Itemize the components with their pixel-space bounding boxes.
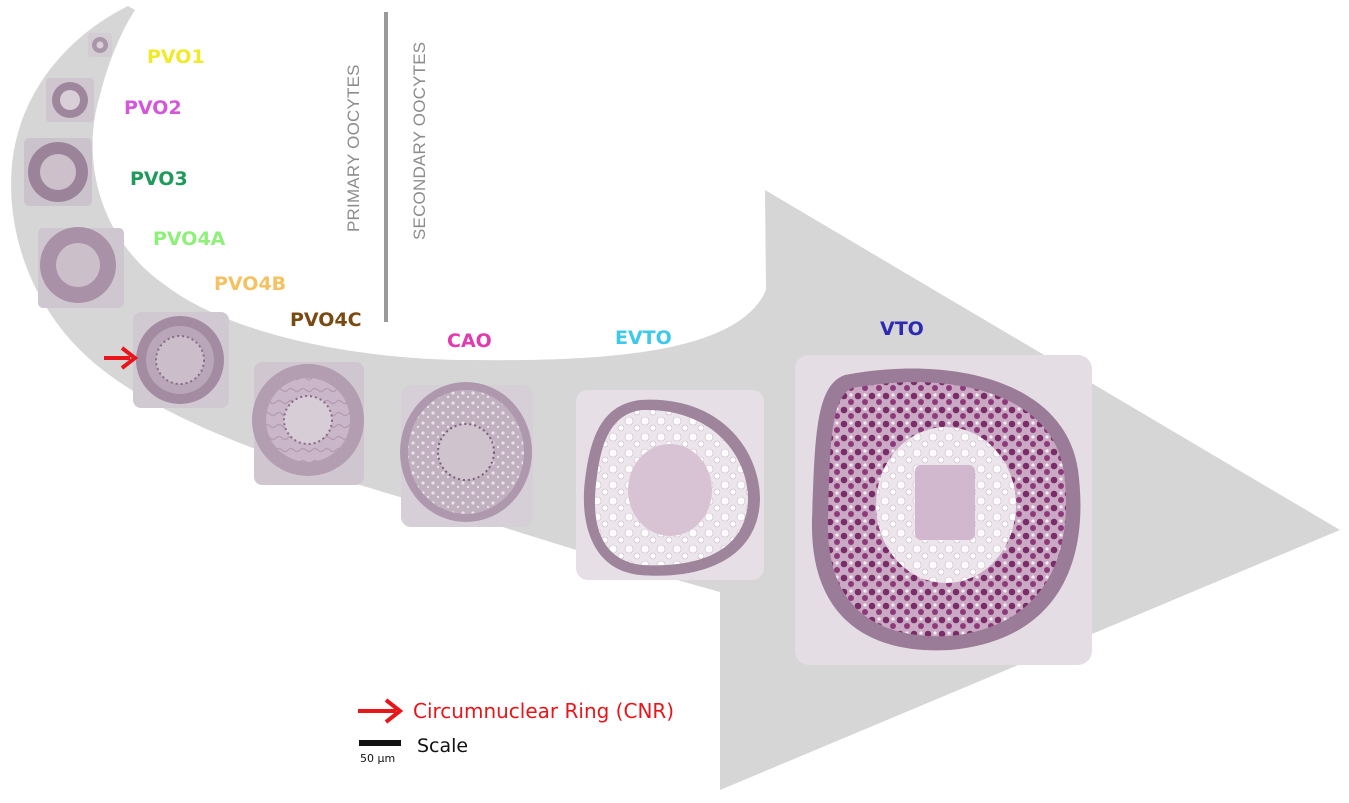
micrograph-vto [795,355,1092,665]
stage-label-evto: EVTO [615,327,672,349]
stage-label-pvo4a: PVO4A [153,228,226,250]
micrograph-pvo2 [46,78,94,122]
stage-label-pvo1: PVO1 [147,46,205,68]
phase-label-secondary: SECONDARY OOCYTES [410,41,429,240]
legend-scale-label: Scale [417,735,469,757]
micrograph-pvo4c [252,362,364,485]
scale-unit-label: 50 µm [360,752,396,765]
stage-label-pvo3: PVO3 [130,168,188,190]
micrograph-pvo4a [38,227,124,308]
stage-label-pvo4b: PVO4B [214,273,287,295]
scale-bar [359,740,401,746]
legend-arrow-icon [358,698,404,724]
cnr-indicator-arrow [104,346,139,370]
micrograph-evto [576,390,764,580]
stage-label-vto: VTO [880,318,924,340]
stage-label-cao: CAO [447,330,492,352]
stage-label-pvo2: PVO2 [124,97,182,119]
micrograph-pvo1 [88,33,112,57]
phase-label-primary: PRIMARY OOCYTES [344,64,363,232]
micrograph-pvo3 [24,138,92,206]
stage-label-pvo4c: PVO4C [290,309,362,331]
legend-cnr-label: Circumnuclear Ring (CNR) [413,699,675,723]
micrograph-cao [400,382,533,527]
micrograph-pvo4b [133,312,229,408]
